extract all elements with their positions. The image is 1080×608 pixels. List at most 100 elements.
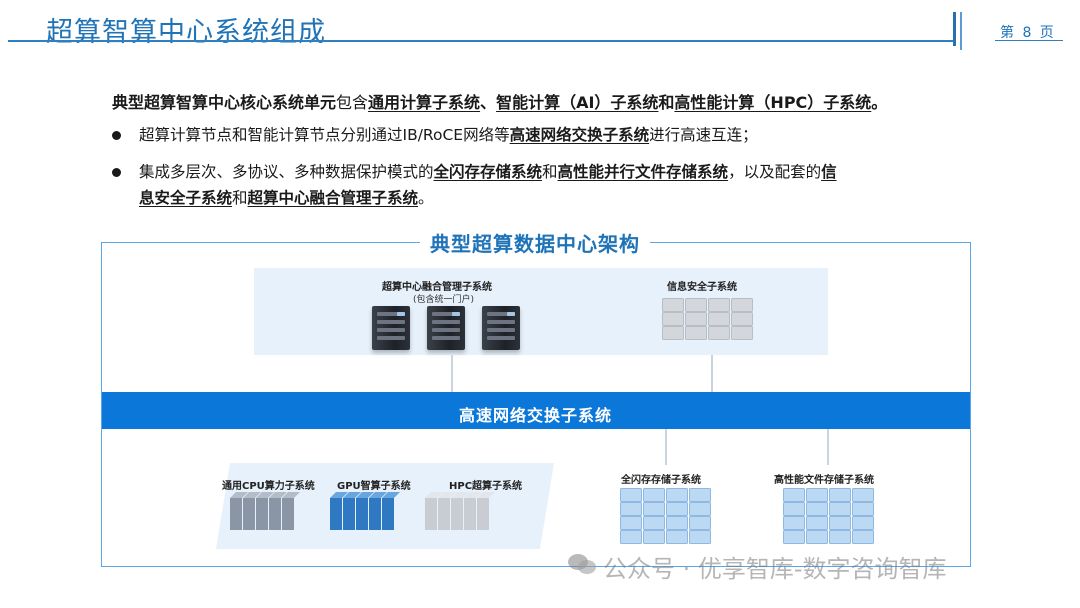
bullet-part: 进行高速互连；	[649, 126, 758, 144]
server-rack-icon	[482, 306, 520, 350]
bullet-highlight: 超算中心融合管理子系统	[247, 189, 419, 207]
intro-highlight: 高性能计算（HPC）子系统	[674, 93, 872, 112]
server-rack-icon	[372, 306, 410, 350]
grid-block	[689, 488, 711, 502]
blade-unit	[282, 498, 294, 530]
grid-block	[829, 516, 851, 530]
grid-block	[708, 312, 730, 326]
blade-unit	[464, 498, 476, 530]
grid-block	[852, 530, 874, 544]
page-number-underline	[995, 40, 1063, 41]
server-rack-icon	[427, 306, 465, 350]
blade-unit	[330, 498, 342, 530]
grid-block	[806, 516, 828, 530]
cpu-subsystem-label: 通用CPU算力子系统	[222, 481, 315, 492]
grid-block	[620, 516, 642, 530]
blade-unit	[382, 498, 394, 530]
blade-unit	[230, 498, 242, 530]
grid-block	[731, 326, 753, 340]
grid-block	[708, 298, 730, 312]
blade-top	[382, 492, 400, 498]
grid-block	[689, 502, 711, 516]
page-title: 超算智算中心系统组成	[46, 17, 326, 48]
grid-block	[643, 502, 665, 516]
grid-block	[662, 298, 684, 312]
blade-unit	[243, 498, 255, 530]
grid-block	[620, 502, 642, 516]
grid-block	[852, 502, 874, 516]
blade-top	[256, 492, 274, 498]
hpc-subsystem-label: HPC超算子系统	[449, 481, 523, 492]
page-number: 第 8 页	[1000, 25, 1056, 41]
grid-block	[783, 516, 805, 530]
grid-block	[620, 530, 642, 544]
architecture-title: 典型超算数据中心架构	[420, 228, 650, 257]
intro-paragraph: 典型超算智算中心核心系统单元包含通用计算子系统、智能计算（AI）子系统和高性能计…	[112, 92, 1012, 114]
blade-top	[451, 492, 469, 498]
bullet-part: ，以及配套的	[728, 163, 822, 181]
grid-block	[643, 488, 665, 502]
grid-block	[685, 298, 707, 312]
intro-highlight: 智能计算（AI）子系统	[496, 93, 659, 112]
network-switch-bar	[102, 392, 970, 429]
blade-top	[230, 492, 248, 498]
mgmt-subsystem-sublabel: (包含统一门户)	[413, 295, 475, 305]
blade-top	[282, 492, 300, 498]
grid-block	[829, 530, 851, 544]
bullet-part: 和	[232, 189, 248, 207]
network-subsystem-label: 高速网络交换子系统	[459, 406, 613, 425]
blade-unit	[438, 498, 450, 530]
bullet-part: 。	[418, 189, 434, 207]
blade-unit	[451, 498, 463, 530]
bullet-text: 超算计算节点和智能计算节点分别通过IB/RoCE网络等高速网络交换子系统进行高速…	[139, 122, 979, 148]
grid-block	[662, 326, 684, 340]
connector-line	[827, 429, 829, 465]
mgmt-subsystem-label: 超算中心融合管理子系统	[382, 282, 492, 293]
blade-top	[369, 492, 387, 498]
intro-highlight: 通用计算子系统	[368, 93, 481, 112]
blade-unit	[369, 498, 381, 530]
connector-line	[711, 355, 713, 397]
grid-block	[643, 530, 665, 544]
blade-top	[477, 492, 495, 498]
bullet-part: 集成多层次、多协议、多种数据保护模式的	[139, 163, 434, 181]
intro-part: 。	[871, 93, 888, 112]
blade-unit	[477, 498, 489, 530]
grid-block	[731, 298, 753, 312]
grid-block	[666, 516, 688, 530]
cpu-blade-icon	[230, 492, 300, 530]
bullet-part: 和	[542, 163, 558, 181]
grid-block	[666, 530, 688, 544]
blade-top	[438, 492, 456, 498]
grid-block	[708, 326, 730, 340]
grid-block	[662, 312, 684, 326]
title-underline	[8, 40, 954, 42]
hpc-blade-icon	[425, 492, 495, 530]
grid-block	[806, 488, 828, 502]
bullet-highlight: 高性能并行文件存储系统	[557, 163, 729, 181]
gpu-subsystem-label: GPU智算子系统	[337, 481, 411, 492]
grid-block	[620, 488, 642, 502]
bullet-dot-icon	[112, 168, 121, 177]
blade-unit	[425, 498, 437, 530]
grid-block	[685, 312, 707, 326]
blade-top	[425, 492, 443, 498]
connector-line	[451, 355, 453, 392]
grid-block	[783, 502, 805, 516]
intro-part: 包含	[336, 93, 369, 112]
intro-part: 、	[480, 93, 497, 112]
bullet-highlight: 信	[821, 163, 837, 181]
blade-unit	[256, 498, 268, 530]
blade-unit	[269, 498, 281, 530]
header-accent-bar	[953, 12, 956, 46]
grid-block	[806, 530, 828, 544]
bullet-highlight: 全闪存存储系统	[433, 163, 543, 181]
bullet-part: 超算计算节点和智能计算节点分别通过IB/RoCE网络等	[139, 126, 510, 144]
grid-block	[829, 488, 851, 502]
bullet-highlight: 息安全子系统	[139, 189, 233, 207]
connector-line	[665, 429, 667, 465]
watermark-text: 公众号 · 优享智库-数字咨询智库	[603, 555, 947, 583]
blade-top	[330, 492, 348, 498]
grid-block	[783, 530, 805, 544]
grid-block	[829, 502, 851, 516]
